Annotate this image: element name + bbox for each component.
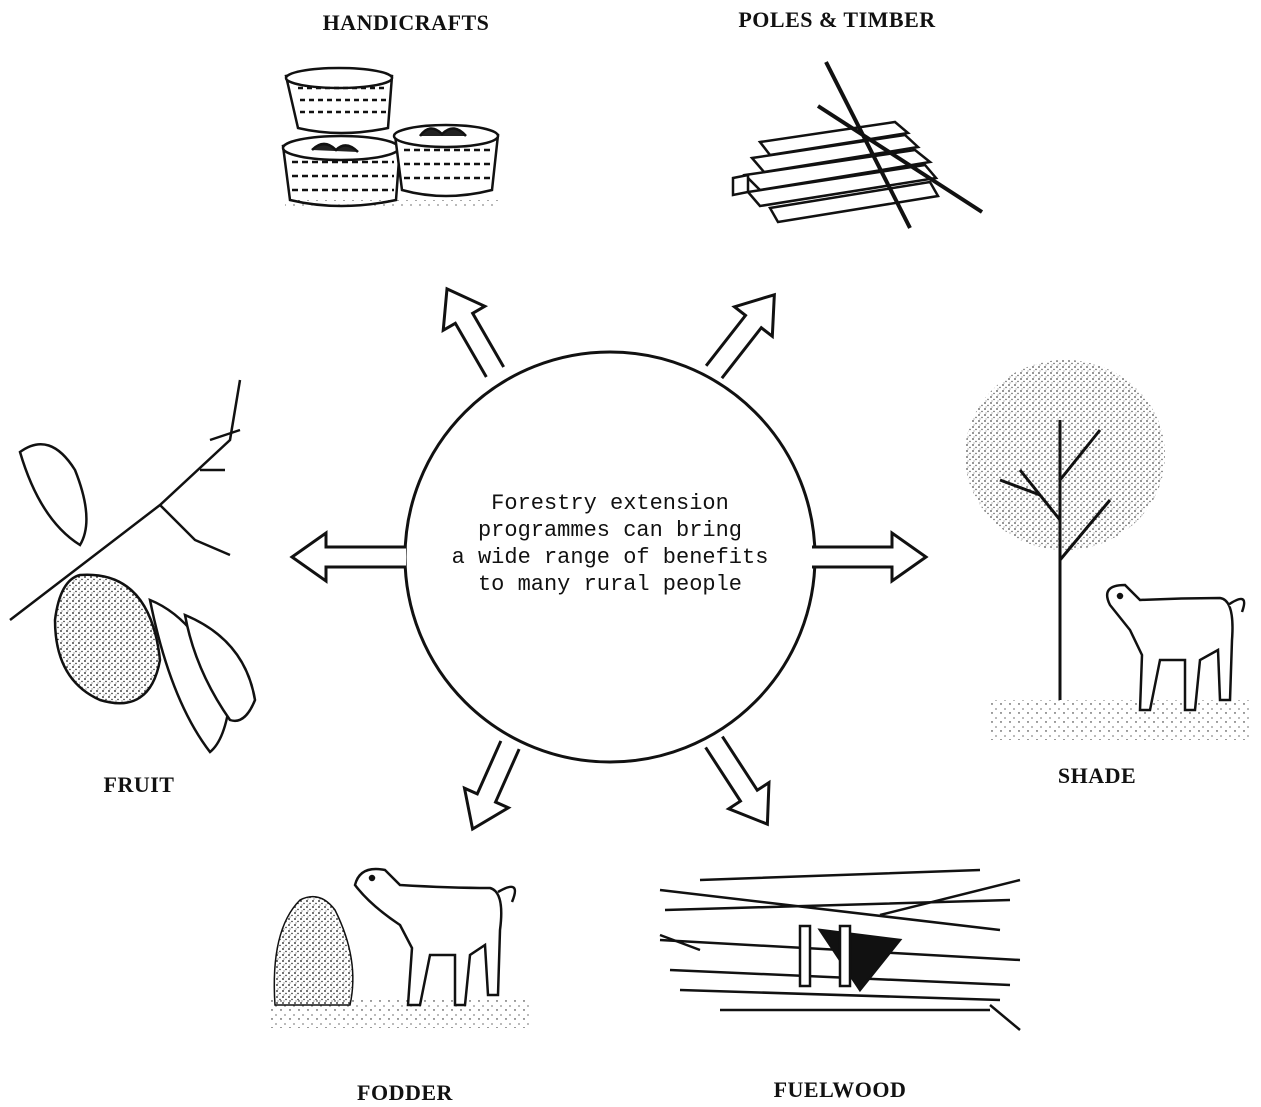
poles-timber-label: POLES & TIMBER <box>738 7 936 32</box>
center-line-2: programmes can bring <box>477 518 743 543</box>
arrow-to-fruit <box>289 530 406 584</box>
handicrafts-label: HANDICRAFTS <box>322 10 490 35</box>
arrow-to-handicrafts <box>441 286 505 378</box>
shade-tree-illustration <box>965 360 1250 740</box>
arrow-to-shade <box>812 530 929 584</box>
center-message: Forestry extension programmes can bring … <box>400 490 820 598</box>
arrow-to-fuelwood <box>704 735 771 827</box>
center-line-1: Forestry extension <box>491 491 729 516</box>
arrow-to-fodder <box>462 740 521 832</box>
fruit-label: FRUIT <box>103 772 175 797</box>
fodder-dog-illustration <box>353 867 517 1007</box>
baskets-illustration <box>281 66 500 208</box>
arrow-to-poles-timber <box>704 292 776 380</box>
fuelwood-illustration <box>659 868 1021 1031</box>
fodder-label: FODDER <box>357 1080 453 1105</box>
fuelwood-label: FUELWOOD <box>773 1077 907 1102</box>
fruit-illustration <box>9 379 257 754</box>
center-line-3: a wide range of benefits <box>451 545 769 570</box>
shade-label: SHADE <box>1057 763 1137 788</box>
center-line-4: to many rural people <box>477 572 743 597</box>
timber-illustration <box>731 61 984 229</box>
fodder-bush-illustration <box>270 895 530 1028</box>
dog-illustration <box>1105 583 1246 712</box>
